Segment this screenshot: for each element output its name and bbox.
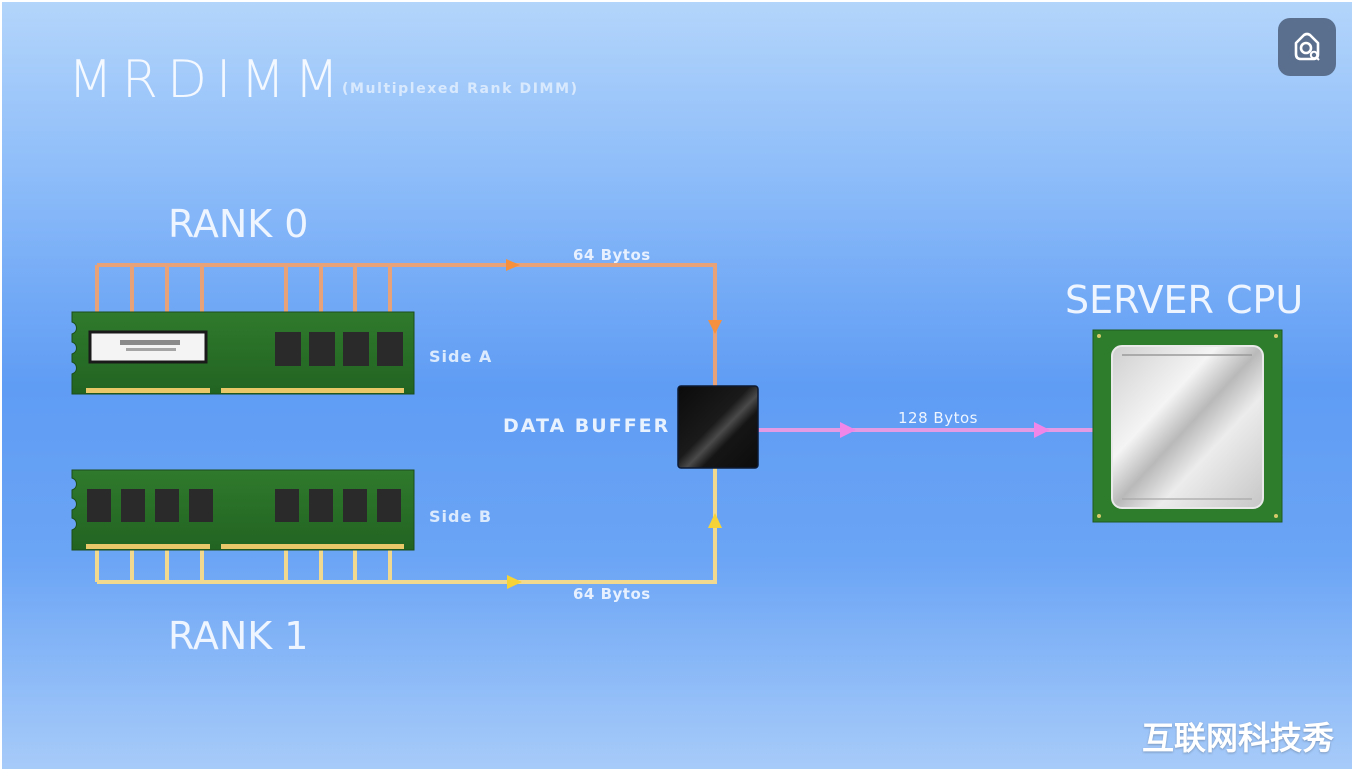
dram-chip xyxy=(275,489,299,522)
diagram-title: MRDIMM xyxy=(68,50,349,110)
gold-contacts xyxy=(221,388,404,393)
dram-chip xyxy=(309,489,333,522)
image-search-button[interactable] xyxy=(1278,18,1336,76)
dimm-side-a xyxy=(71,311,415,395)
image-search-icon xyxy=(1294,32,1320,61)
rank1-arrow-right xyxy=(507,575,522,589)
output-bus-label: 128 Bytos xyxy=(898,409,978,427)
side-b-label: Side B xyxy=(429,507,493,526)
dram-chip xyxy=(343,332,369,366)
rank0-label: RANK 0 xyxy=(168,202,309,246)
rank1-label: RANK 1 xyxy=(168,614,309,658)
gold-contacts xyxy=(86,544,210,549)
rank1-bus-label: 64 Bytos xyxy=(573,585,651,603)
side-a-label: Side A xyxy=(429,347,493,366)
dram-chip xyxy=(343,489,367,522)
dram-chip xyxy=(309,332,335,366)
output-arrow-1 xyxy=(840,422,856,438)
data-buffer-label: DATA BUFFER xyxy=(503,415,671,437)
server-cpu-label: SERVER CPU xyxy=(1065,278,1304,322)
dimm-side-b xyxy=(71,469,415,551)
dram-chip xyxy=(121,489,145,522)
rank0-bus xyxy=(95,263,717,386)
diagram-subtitle: (Multiplexed Rank DIMM) xyxy=(342,81,579,97)
cpu-heat-spreader xyxy=(1111,345,1264,509)
rank1-main-trace xyxy=(97,468,717,584)
dram-chip xyxy=(377,489,401,522)
rank0-bus-label: 64 Bytos xyxy=(573,246,651,264)
dram-chip xyxy=(189,489,213,522)
dram-chip xyxy=(377,332,403,366)
dimm-label-sticker xyxy=(88,330,208,364)
dram-chip xyxy=(275,332,301,366)
gold-contacts xyxy=(86,388,210,393)
output-arrow-2 xyxy=(1034,422,1050,438)
rank0-main-trace xyxy=(97,263,717,386)
dram-chip xyxy=(87,489,111,522)
watermark: 互联网科技秀 xyxy=(1141,719,1334,757)
gold-contacts xyxy=(221,544,404,549)
dram-chip xyxy=(155,489,179,522)
rank0-arrow-down xyxy=(708,320,722,334)
data-buffer-chip xyxy=(677,385,759,469)
rank0-arrow-right xyxy=(506,259,520,271)
rank1-bus xyxy=(95,468,717,584)
rank1-arrow-up xyxy=(708,513,722,528)
server-cpu xyxy=(1092,329,1283,523)
